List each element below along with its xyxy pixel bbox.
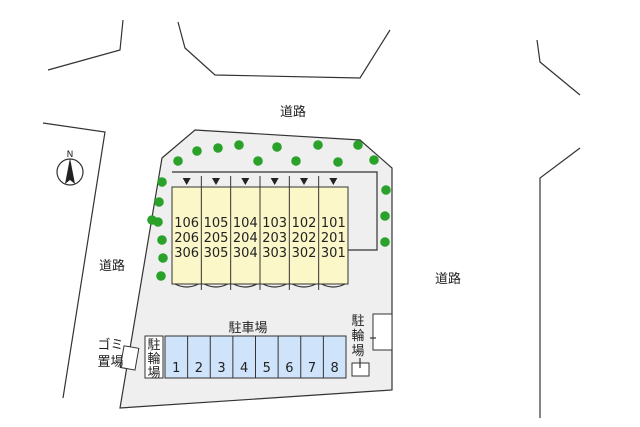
parking-label: 駐車場 xyxy=(228,321,267,336)
tree-icon xyxy=(213,143,223,153)
bicycle-parking-right: 駐 輪 場 xyxy=(351,313,393,377)
parking-space-number: 1 xyxy=(172,361,180,376)
unit-number: 302 xyxy=(292,246,317,261)
unit-balcony xyxy=(262,283,287,288)
unit-number: 304 xyxy=(233,246,258,261)
tree-icon xyxy=(157,177,167,187)
trees xyxy=(147,140,391,281)
road-label-west: 道路 xyxy=(99,258,125,274)
entrance-arrow-icon xyxy=(212,178,220,185)
compass-north-letter: N xyxy=(67,150,74,160)
tree-icon xyxy=(234,140,244,150)
parking-space-number: 8 xyxy=(331,361,339,376)
unit-number: 303 xyxy=(262,246,287,261)
unit-balcony xyxy=(321,283,346,288)
unit-number: 206 xyxy=(174,231,199,246)
compass-icon: N xyxy=(56,150,84,186)
unit-balcony xyxy=(292,283,316,288)
unit-balcony xyxy=(233,283,258,288)
tree-icon xyxy=(353,140,363,150)
entrance-arrow-icon xyxy=(241,178,250,185)
tree-icon xyxy=(272,142,282,152)
bicycle-parking-right-char: 駐 xyxy=(351,314,364,329)
tree-icon xyxy=(380,237,390,247)
bicycle-parking-left: 駐 輪 場 xyxy=(144,335,164,381)
garbage-area: ゴ ミ 置 場 xyxy=(97,337,140,371)
tree-icon xyxy=(156,271,166,281)
tree-icon xyxy=(253,156,263,166)
bicycle-parking-right-char: 場 xyxy=(351,344,364,359)
parking-space-number: 2 xyxy=(195,361,203,376)
parking-space-number: 5 xyxy=(263,361,271,376)
tree-icon xyxy=(369,155,379,165)
unit-number: 102 xyxy=(292,216,317,231)
unit-number: 101 xyxy=(321,216,346,231)
unit-number: 306 xyxy=(174,246,199,261)
entrance-arrow-icon xyxy=(270,178,279,185)
tree-icon xyxy=(158,253,168,263)
bicycle-parking-left-char: 駐 xyxy=(147,338,160,353)
entrance-arrow-icon xyxy=(300,178,308,185)
tree-icon xyxy=(291,156,301,166)
entrance-arrow-icon xyxy=(329,178,338,185)
tree-icon xyxy=(333,157,343,167)
bicycle-parking-right-char: 輪 xyxy=(351,328,364,344)
road-label-north: 道路 xyxy=(280,104,306,120)
unit-number: 205 xyxy=(204,231,229,246)
unit-number: 103 xyxy=(262,216,287,231)
unit-balcony xyxy=(174,283,199,288)
tree-icon xyxy=(154,197,164,207)
unit-number: 301 xyxy=(321,246,346,261)
road-label-east: 道路 xyxy=(435,271,461,287)
tree-icon xyxy=(192,146,202,156)
bicycle-parking-left-char: 輪 xyxy=(147,351,160,367)
unit-number: 305 xyxy=(204,246,229,261)
tree-icon xyxy=(173,156,183,166)
unit-number: 203 xyxy=(262,231,287,246)
unit-number: 204 xyxy=(233,231,258,246)
apartment-building: 1062063061052053051042043041032033031022… xyxy=(171,171,378,290)
tree-icon xyxy=(313,140,323,150)
garbage-char: ミ xyxy=(110,338,123,353)
unit-number: 201 xyxy=(321,231,346,246)
parking-space-number: 6 xyxy=(285,361,293,376)
parking-space-number: 3 xyxy=(217,361,225,376)
unit-number: 202 xyxy=(292,231,317,246)
tree-icon xyxy=(147,215,157,225)
parking-space-number: 7 xyxy=(308,361,316,376)
parking-space-number: 4 xyxy=(240,361,248,376)
boundary-lines xyxy=(42,19,581,418)
garbage-char: 置 xyxy=(97,355,110,370)
tree-icon xyxy=(157,235,167,245)
building-corridor xyxy=(172,171,378,251)
garbage-char: 場 xyxy=(110,355,123,370)
bicycle-parking-left-char: 場 xyxy=(147,366,160,381)
unit-balcony xyxy=(204,283,228,288)
unit-number: 105 xyxy=(204,216,229,231)
tree-icon xyxy=(381,185,391,195)
garbage-char: ゴ xyxy=(97,337,110,353)
unit-number: 104 xyxy=(233,216,258,231)
unit-number: 106 xyxy=(174,216,199,231)
entrance-arrow-icon xyxy=(182,178,191,185)
tree-icon xyxy=(380,211,390,221)
